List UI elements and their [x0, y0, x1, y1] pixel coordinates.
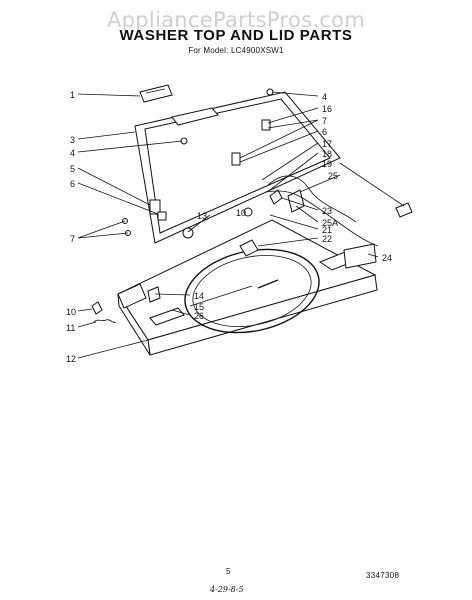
callout-18: 18: [322, 149, 332, 159]
callout-10: 10: [66, 307, 76, 317]
handwritten-note: 4-29-8-5: [210, 585, 244, 594]
model-subtitle: For Model: LC4900XSW1: [188, 46, 284, 55]
callout-6: 6: [70, 179, 75, 189]
callout-19: 19: [322, 159, 332, 169]
callout-21: 21: [322, 225, 332, 235]
callout-7: 7: [70, 234, 75, 244]
callout-15: 15: [194, 302, 204, 312]
callout-13: 13: [197, 211, 207, 221]
lid-frame: [134, 91, 341, 244]
diagram-title: WASHER TOP AND LID PARTS: [119, 27, 353, 44]
drawing-number: 3347308: [366, 571, 400, 580]
callout-22: 22: [322, 234, 332, 244]
callout-17: 17: [322, 139, 332, 149]
callout-23: 23: [322, 206, 332, 216]
callout-14: 14: [194, 291, 204, 301]
callout-12: 12: [66, 354, 76, 364]
small-parts: [91, 88, 413, 323]
callout-24: 24: [382, 253, 392, 263]
callout-3: 3: [70, 135, 75, 145]
callout-16: 16: [322, 104, 332, 114]
callout-11: 11: [66, 323, 75, 333]
callout-25a: 25A: [322, 218, 338, 228]
name-plate: [139, 84, 173, 103]
callout-10: 10: [236, 208, 246, 218]
page-number: 5: [226, 567, 231, 576]
callout-4: 4: [322, 92, 327, 102]
callout-1: 1: [70, 90, 75, 100]
watermark: AppliancePartsPros.com: [106, 8, 366, 32]
callout-4: 4: [70, 148, 75, 158]
callout-5: 5: [70, 164, 75, 174]
callout-25: 25: [328, 171, 338, 181]
leader-lines: [77, 91, 405, 359]
washer-top: [117, 219, 378, 356]
callout-7: 7: [322, 116, 327, 126]
callout-labels: 1 3 4 5 6 7 4 16 7 6 17 18 19 25 23 25A …: [66, 90, 392, 364]
callout-6: 6: [322, 127, 327, 137]
callout-26: 26: [194, 311, 204, 321]
